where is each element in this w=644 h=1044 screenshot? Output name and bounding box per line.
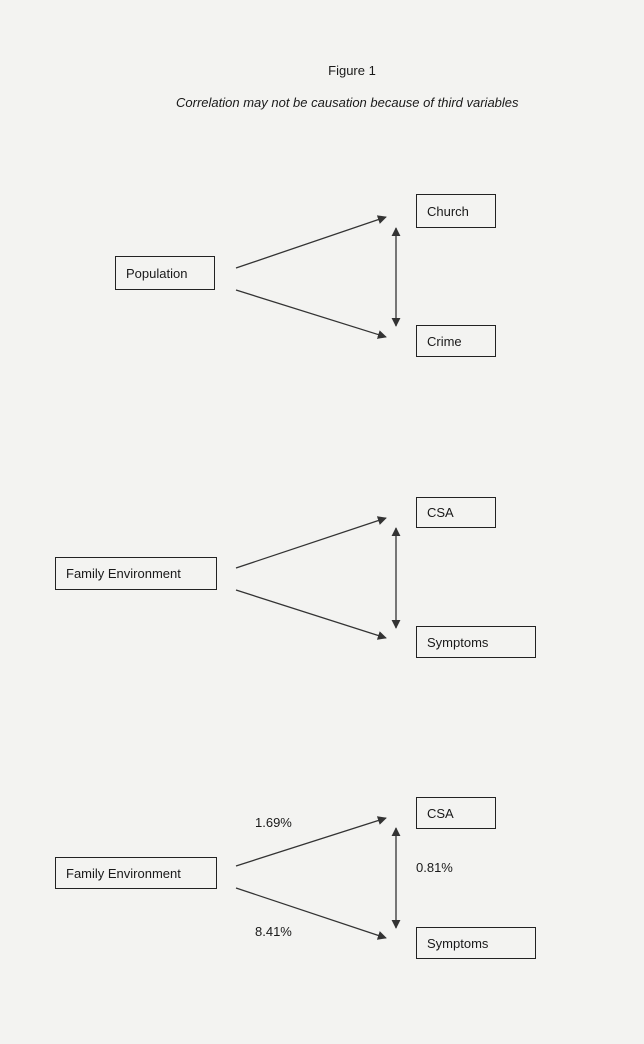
figure-caption: Correlation may not be causation because… — [176, 95, 519, 110]
arrow-family-csa — [235, 516, 387, 569]
node-population: Population — [115, 256, 215, 290]
node-symptoms: Symptoms — [416, 626, 536, 658]
edge-label-family-symptoms: 8.41% — [255, 924, 292, 939]
edge-label-csa-symptoms: 0.81% — [416, 860, 453, 875]
figure-label: Figure 1 — [328, 63, 376, 78]
node-family-environment: Family Environment — [55, 557, 217, 590]
arrow-family-csa-weighted — [235, 816, 387, 867]
node-csa-weighted: CSA — [416, 797, 496, 829]
arrow-family-symptoms-weighted — [235, 887, 387, 940]
node-family-environment-weighted: Family Environment — [55, 857, 217, 889]
arrow-family-symptoms — [235, 589, 387, 640]
node-church: Church — [416, 194, 496, 228]
node-csa: CSA — [416, 497, 496, 528]
arrow-population-crime — [235, 289, 387, 339]
arrow-population-church — [235, 215, 387, 269]
edge-label-family-csa: 1.69% — [255, 815, 292, 830]
node-symptoms-weighted: Symptoms — [416, 927, 536, 959]
node-crime: Crime — [416, 325, 496, 357]
